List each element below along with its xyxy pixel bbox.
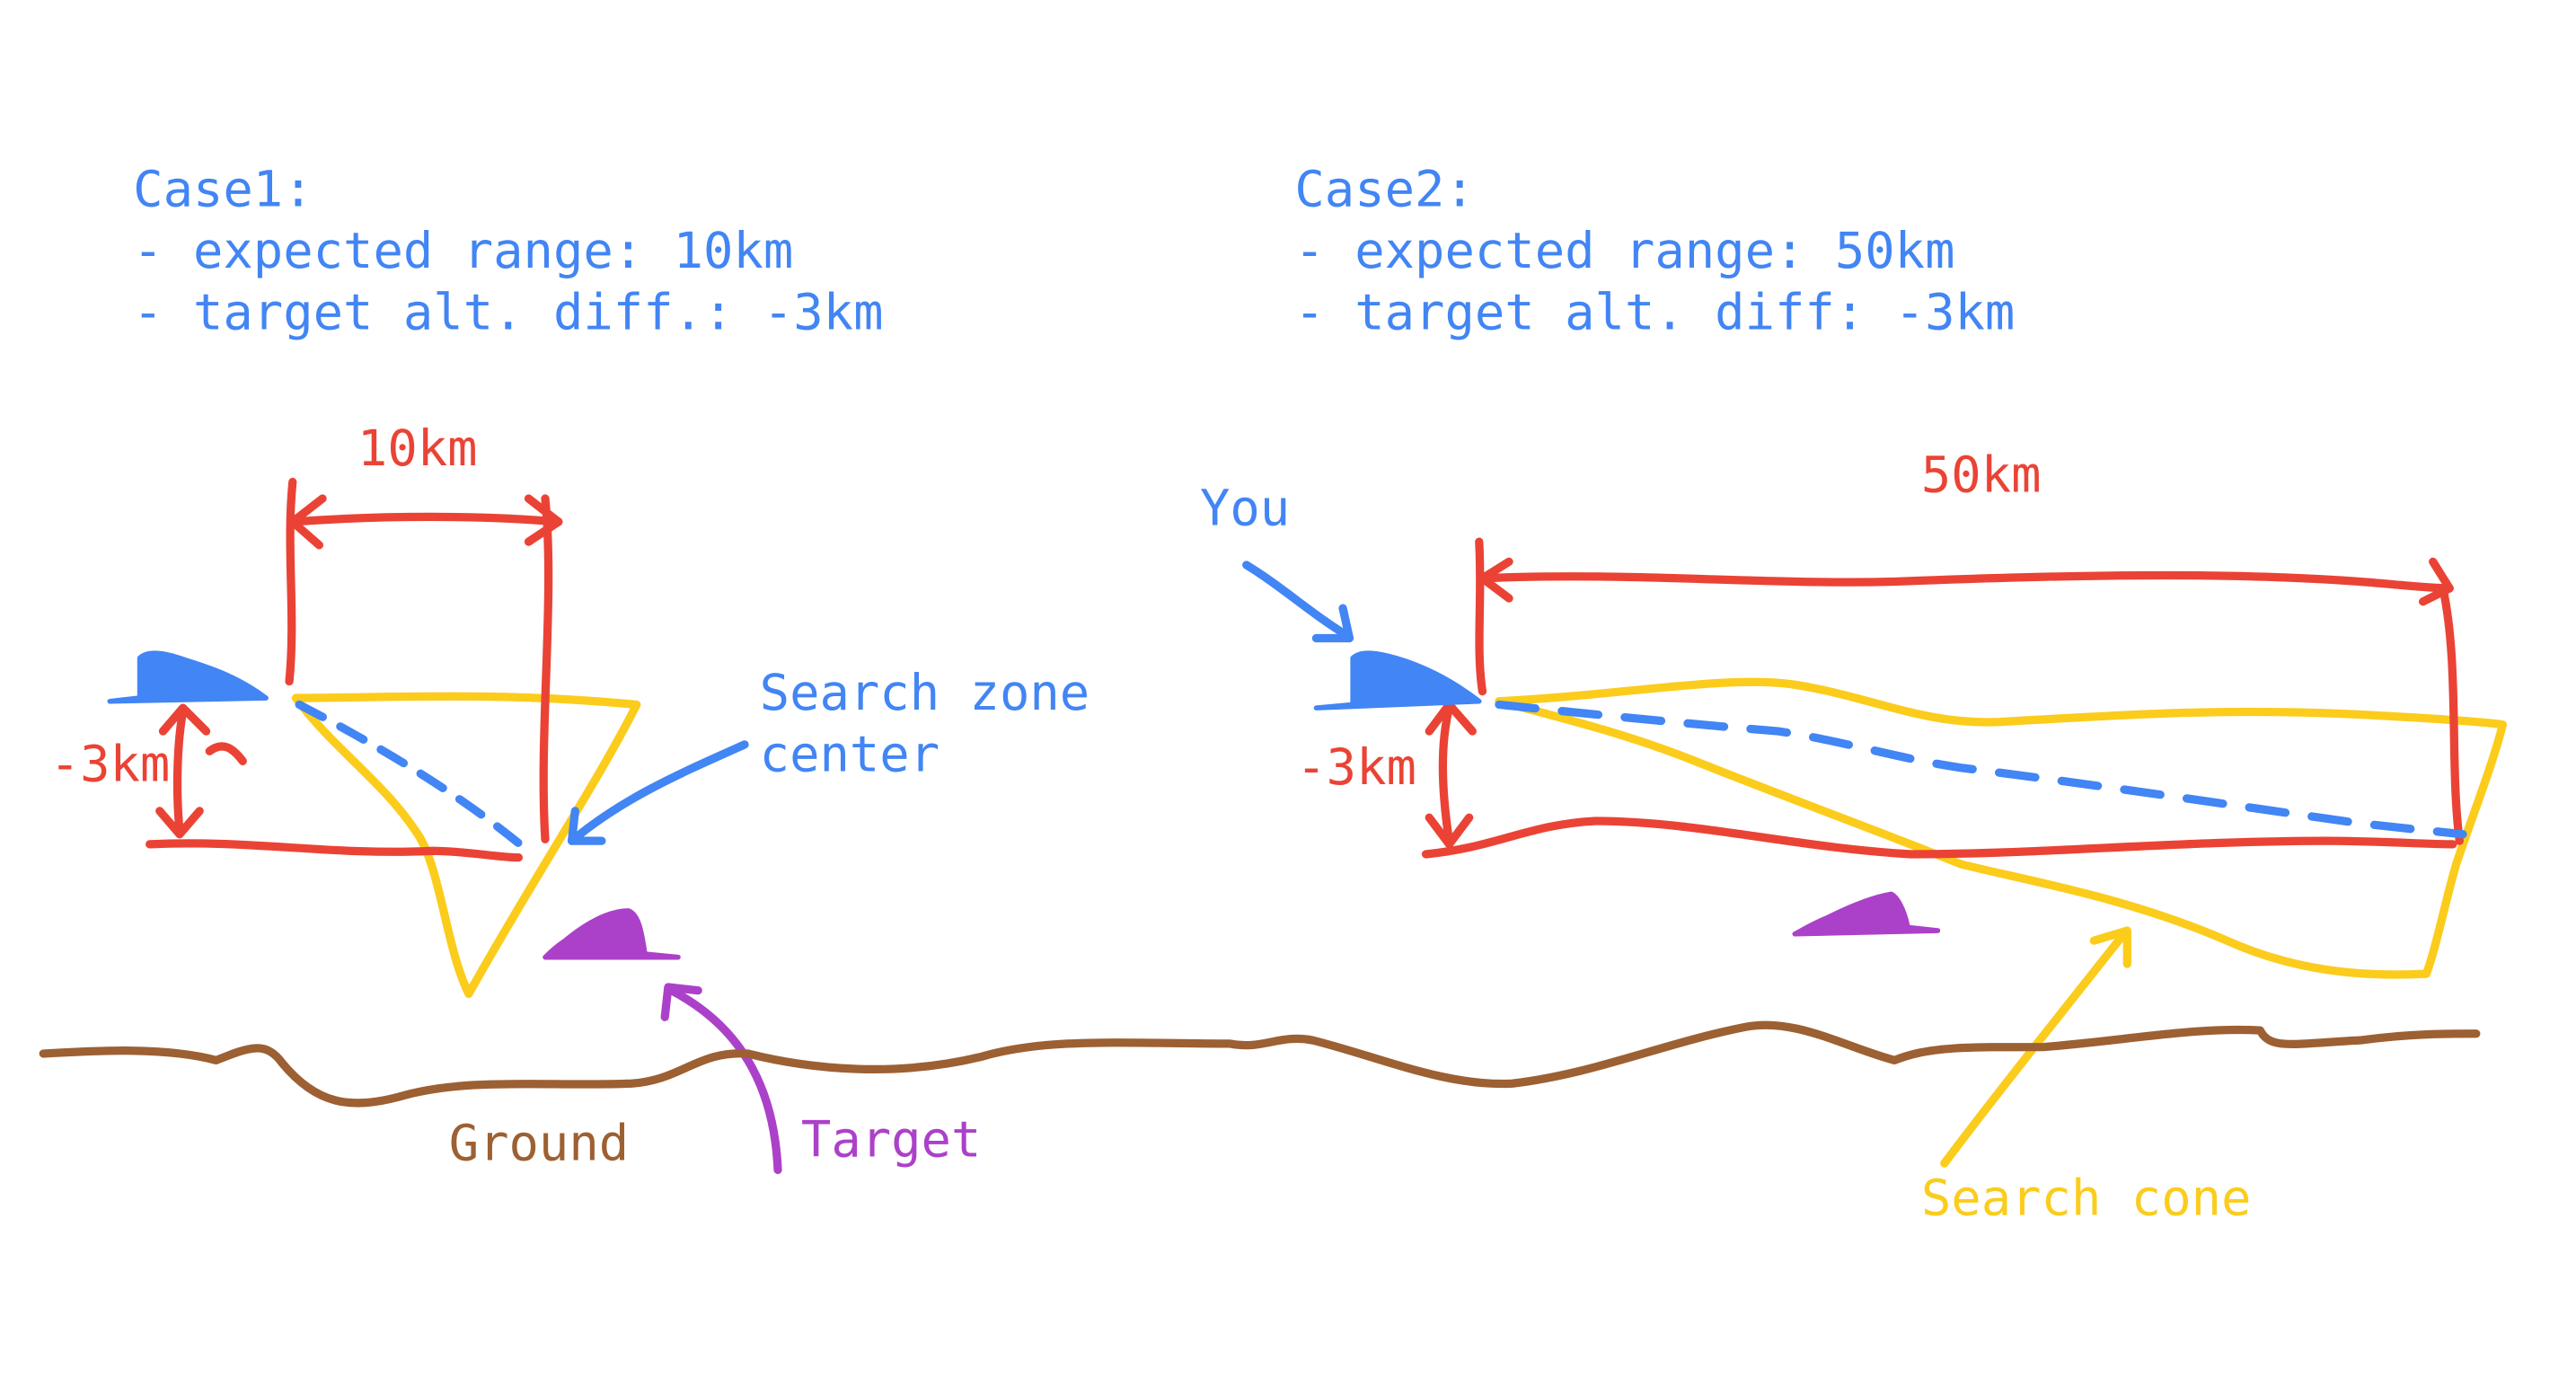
case1-range-arrow-right-head xyxy=(524,494,563,546)
case2-target-alt-diff: - target alt. diff: -3km xyxy=(1294,283,2015,341)
case2-range-label: 50km xyxy=(1921,446,2042,505)
search-cone-arrow-head xyxy=(2089,926,2131,968)
case1-own-aircraft-icon xyxy=(107,650,269,704)
case1-target-aircraft-icon xyxy=(543,908,681,960)
ground-label: Ground xyxy=(449,1114,629,1172)
search-zone-center-label-line2: center xyxy=(760,725,940,783)
case2-line-of-sight xyxy=(1495,700,2467,839)
case1-search-zone-arrow xyxy=(567,740,749,845)
case1-alt-arrow-bottom-head xyxy=(155,807,204,839)
case2-search-cone xyxy=(1495,677,2508,979)
case1-search-zone-arrow-head xyxy=(567,807,606,845)
case1-expected-range: - expected range: 10km xyxy=(133,222,793,280)
case2-title: Case2: xyxy=(1294,160,1474,218)
case1-range-label: 10km xyxy=(357,419,478,478)
ground-line xyxy=(39,1020,2481,1108)
search-cone-label: Search cone xyxy=(1921,1169,2252,1227)
case2-target-aircraft-icon xyxy=(1792,891,1941,937)
target-arrow-head xyxy=(660,983,702,1021)
case2-range-arrow-line xyxy=(1478,570,2454,593)
case1-line-of-sight xyxy=(295,700,536,859)
case1-alt-bottom-line xyxy=(146,839,524,862)
case1-alt-arrow-line xyxy=(172,707,188,835)
you-arrow-head xyxy=(1311,604,1354,643)
case2-expected-range: - expected range: 50km xyxy=(1294,222,1954,280)
case2-own-aircraft-icon xyxy=(1313,650,1482,711)
case1-alt-label: -3km xyxy=(50,736,171,794)
case1-target-alt-diff: - target alt. diff.: -3km xyxy=(133,283,883,341)
case1-range-arrow-left-head xyxy=(288,494,327,550)
case2-alt-bottom-line xyxy=(1421,817,2457,859)
target-label: Target xyxy=(801,1111,981,1170)
case2-range-right-line xyxy=(2439,584,2464,845)
case2-range-left-line xyxy=(1475,537,1487,696)
case2-range-arrow-left-head xyxy=(1478,557,1513,603)
search-zone-center-label-line1: Search zone xyxy=(760,664,1090,722)
case1-alt-tick xyxy=(205,742,247,765)
you-arrow xyxy=(1242,561,1351,640)
search-cone-arrow xyxy=(1940,930,2129,1168)
you-label: You xyxy=(1200,480,1290,538)
target-arrow xyxy=(666,986,782,1175)
case1-range-right-line xyxy=(539,494,553,843)
case2-alt-label: -3km xyxy=(1296,738,1416,797)
case1-range-arrow-line xyxy=(288,512,563,526)
case2-header: Case2: - expected range: 50km - target a… xyxy=(1294,160,2015,341)
case1-search-cone xyxy=(291,692,641,998)
case2-alt-arrow-line xyxy=(1438,703,1454,845)
case1-alt-arrow-top-head xyxy=(158,703,211,736)
case1-header: Case1: - expected range: 10km - target a… xyxy=(133,160,883,341)
case2-range-arrow-right-head xyxy=(2419,557,2454,606)
case2-alt-arrow-bottom-head xyxy=(1425,813,1474,849)
case1-range-left-line xyxy=(285,477,297,686)
case1-title: Case1: xyxy=(133,160,313,218)
